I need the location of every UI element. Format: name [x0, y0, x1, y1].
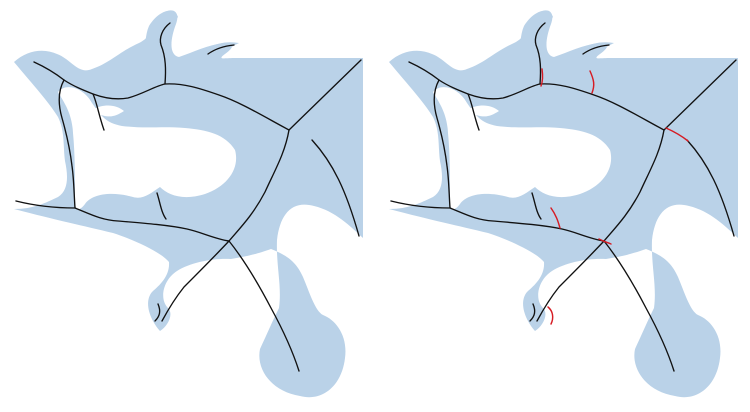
left-figure-panel: [0, 0, 375, 412]
right-shape-group: [389, 10, 738, 397]
right-skeleton-figure: [375, 0, 750, 412]
left-shape-group: [14, 10, 363, 397]
left-main-blue-shape: [14, 10, 363, 397]
right-upper-branch: [518, 11, 553, 59]
right-figure-panel: [375, 0, 750, 412]
red-bottom-branch-segment: [548, 307, 553, 324]
left-upper-branch: [143, 11, 178, 59]
left-skeleton-figure: [0, 0, 375, 412]
right-main-blue-shape: [389, 10, 738, 397]
